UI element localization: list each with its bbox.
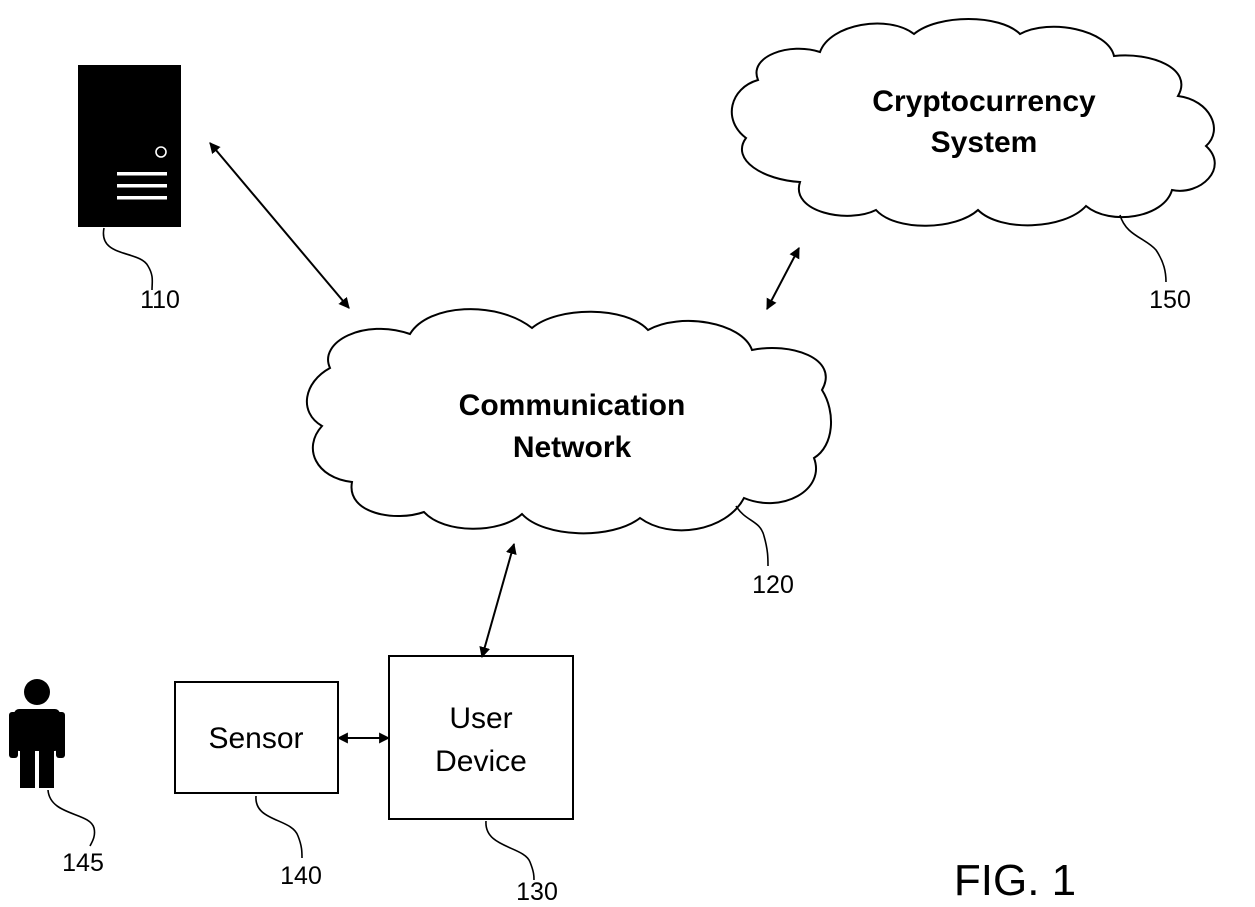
- server-leader-line: [102, 227, 154, 291]
- network-label-line1: Communication: [459, 389, 686, 422]
- person-leader-line: [47, 789, 96, 847]
- network-crypto-arrow: [766, 247, 800, 310]
- user-device-label-line1: User: [449, 702, 512, 735]
- crypto-ref-number: 150: [1149, 286, 1191, 314]
- figure-label: FIG. 1: [954, 856, 1076, 902]
- person-icon: [9, 679, 65, 788]
- crypto-label-line1: Cryptocurrency: [872, 85, 1096, 118]
- network-label-line2: Network: [513, 431, 632, 464]
- server-network-arrow: [209, 142, 350, 309]
- cryptocurrency-system-cloud: Cryptocurrency System: [730, 18, 1216, 227]
- crypto-label-line2: System: [931, 126, 1038, 159]
- network-user-device-arrow: [479, 542, 517, 659]
- crypto-leader-line: [1119, 214, 1167, 283]
- user-device-ref-number: 130: [516, 878, 558, 902]
- user-device-label-line2: Device: [435, 745, 527, 778]
- server-tower-icon: [78, 65, 181, 227]
- sensor-box: [174, 681, 339, 794]
- user-device-box: [388, 655, 574, 820]
- person-ref-number: 145: [62, 849, 104, 877]
- sensor-leader-line: [255, 795, 303, 859]
- sensor-ref-number: 140: [280, 862, 322, 890]
- communication-network-cloud: Communication Network: [305, 308, 832, 535]
- user-device-leader-line: [485, 820, 535, 881]
- network-leader-line: [735, 505, 769, 567]
- server-ref-number: 110: [140, 286, 180, 314]
- sensor-label: Sensor: [208, 722, 303, 755]
- network-ref-number: 120: [752, 571, 794, 599]
